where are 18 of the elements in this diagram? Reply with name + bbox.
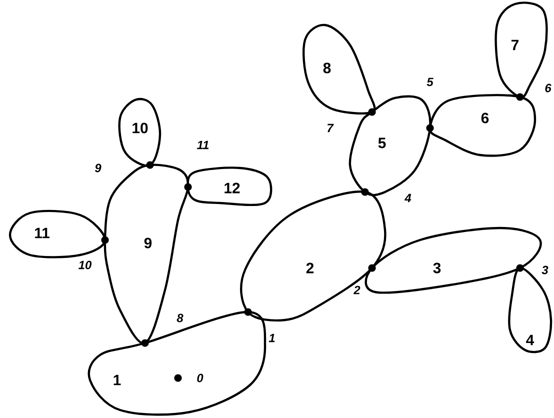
loop: 10 — [118, 98, 162, 167]
junction-number: 9 — [94, 164, 102, 172]
junction-number: 7 — [328, 124, 334, 132]
loop: 11 — [8, 210, 106, 258]
loop: 8 — [302, 24, 376, 114]
loop: 3 — [364, 226, 542, 294]
junction-number: 5 — [426, 78, 434, 86]
loop: 6 — [428, 94, 536, 157]
junction-number: 4 — [404, 194, 412, 202]
junction-number: 2 — [354, 286, 360, 294]
junction-number: 6 — [545, 84, 552, 92]
junction-number: 0 — [197, 374, 204, 382]
loop: 12 — [186, 166, 272, 206]
junction-number: 11 — [196, 140, 209, 150]
junction-number: 8 — [176, 314, 184, 322]
junction-number: 1 — [268, 334, 275, 342]
junction-number: 10 — [78, 260, 92, 270]
junction-number: 3 — [542, 266, 548, 274]
